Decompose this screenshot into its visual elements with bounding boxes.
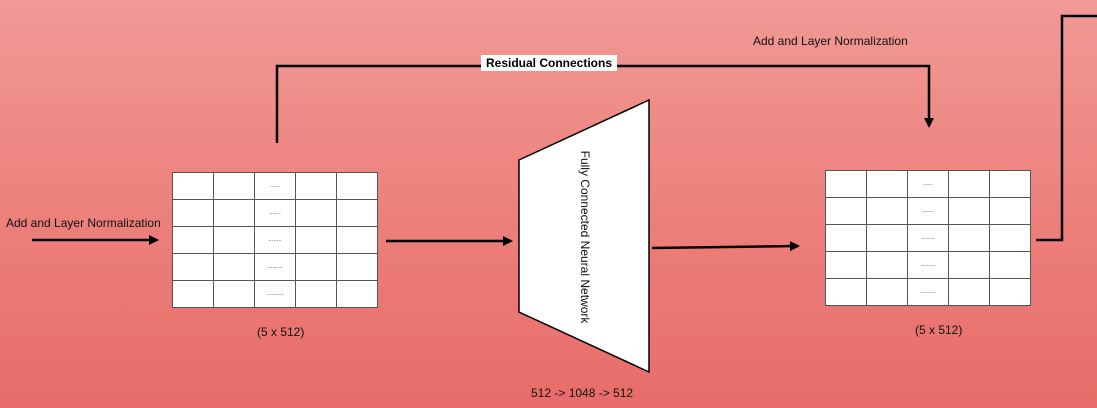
output-exit-line [1036, 14, 1097, 242]
fc-network-shape [518, 98, 650, 374]
matrix-dots: ......... [907, 251, 949, 279]
top-norm-label: Add and Layer Normalization [753, 34, 908, 48]
matrix-dots: .......... [907, 278, 949, 306]
input-matrix: ...... ....... ........ ......... ......… [172, 172, 378, 308]
matrix-dots: ........ [254, 226, 296, 254]
output-shape-label: (5 x 512) [915, 323, 963, 337]
matrix-dots: ......... [254, 253, 296, 281]
matrix-dots: ........ [907, 224, 949, 252]
matrix-dots: .......... [254, 280, 296, 308]
input-shape-label: (5 x 512) [257, 325, 305, 339]
network-to-output-arrow [651, 241, 800, 252]
residual-connections-label: Residual Connections [481, 55, 618, 71]
output-matrix: ...... ....... ........ ......... ......… [825, 170, 1031, 306]
matrix-dots: ....... [907, 197, 949, 225]
matrix-dots: ....... [254, 199, 296, 227]
matrix-dots: ...... [907, 170, 949, 198]
dims-label: 512 -> 1048 -> 512 [531, 386, 634, 400]
matrix-dots: ...... [254, 172, 296, 200]
input-norm-label: Add and Layer Normalization [6, 216, 161, 230]
fc-network-label: Fully Connected Neural Network [578, 150, 592, 324]
